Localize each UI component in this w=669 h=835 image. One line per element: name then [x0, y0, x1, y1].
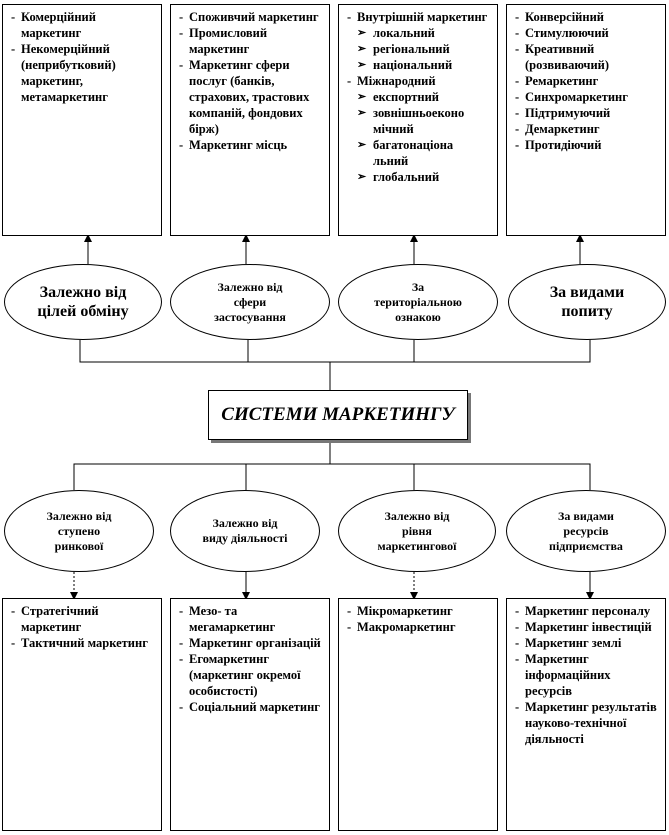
list-item: Тактичний маркетинг: [9, 635, 155, 651]
list-item: Синхромаркетинг: [513, 89, 659, 105]
top-box-2: Споживчий маркетинг Промисловий маркетин…: [170, 4, 330, 236]
bottom-bus-line: [73, 463, 591, 490]
top-box-3-list: Внутрішній маркетинг локальний регіональ…: [345, 9, 491, 185]
list-item: Маркетинг сфери послуг (банків, страхови…: [177, 57, 323, 137]
bottom-box-3: Мікромаркетинг Макромаркетинг: [338, 598, 498, 831]
list-subitem: глобальний: [345, 169, 491, 185]
list-item: Міжнародний: [345, 73, 491, 89]
criterion-label-line: За видами: [549, 284, 625, 301]
criterion-label-line: За: [411, 279, 425, 294]
list-subitem: зовнішньоеконо мічний: [345, 105, 491, 137]
list-item: Внутрішній маркетинг: [345, 9, 491, 25]
top-box-2-list: Споживчий маркетинг Промисловий маркетин…: [177, 9, 323, 153]
bottom-box-4: Маркетинг персоналу Маркетинг інвестицій…: [506, 598, 666, 831]
list-item: Маркетинг землі: [513, 635, 659, 651]
top-box-1-list: Комерційний маркетинг Некомерційний (неп…: [9, 9, 155, 105]
list-item: Макромаркетинг: [345, 619, 491, 635]
list-item: Маркетинг результатів науково-технічної …: [513, 699, 659, 747]
list-subitem: регіональний: [345, 41, 491, 57]
list-item: Промисловий маркетинг: [177, 25, 323, 57]
bottom-box-1-list: Стратегічний маркетинг Тактичний маркети…: [9, 603, 155, 651]
criterion-ellipse-territorial: За територіальною ознакою: [338, 264, 498, 340]
bottom-box-2-list: Мезо- та мегамаркетинг Маркетинг організ…: [177, 603, 323, 715]
criterion-label-line: цілей обміну: [37, 303, 129, 320]
list-item: Стимулюючий: [513, 25, 659, 41]
bottom-box-4-list: Маркетинг персоналу Маркетинг інвестицій…: [513, 603, 659, 747]
central-title: СИСТЕМИ МАРКЕТИНГУ: [221, 404, 455, 425]
criterion-ellipse-activity-type: Залежно від виду діяльності: [170, 490, 320, 572]
central-title-box: СИСТЕМИ МАРКЕТИНГУ: [208, 390, 468, 440]
list-item: Маркетинг організацій: [177, 635, 323, 651]
list-item: Егомаркетинг (маркетинг окремої особисто…: [177, 651, 323, 699]
list-item: Конверсійний: [513, 9, 659, 25]
criterion-label-line: Залежно від: [384, 508, 450, 523]
bottom-box-2: Мезо- та мегамаркетинг Маркетинг організ…: [170, 598, 330, 831]
list-item: Підтримуючий: [513, 105, 659, 121]
criterion-label-line: підприємства: [549, 538, 623, 553]
criterion-label-line: За видами: [558, 508, 614, 523]
list-item: Ремаркетинг: [513, 73, 659, 89]
list-item: Протидіючий: [513, 137, 659, 153]
bottom-box-3-list: Мікромаркетинг Макромаркетинг: [345, 603, 491, 635]
list-item: Комерційний маркетинг: [9, 9, 155, 41]
criterion-label-line: ресурсів: [563, 523, 609, 538]
criterion-ellipse-market-degree: Залежно від ступено ринкової: [4, 490, 154, 572]
list-item: Маркетинг інвестицій: [513, 619, 659, 635]
list-subitem: експортний: [345, 89, 491, 105]
criterion-label-line: Залежно від: [217, 279, 283, 294]
top-bus-line: [79, 340, 591, 363]
criterion-label-line: маркетингової: [377, 538, 457, 553]
list-item: Соціальний маркетинг: [177, 699, 323, 715]
criterion-label-line: територіальною: [374, 294, 462, 309]
top-box-3: Внутрішній маркетинг локальний регіональ…: [338, 4, 498, 236]
criterion-label-line: ринкової: [54, 538, 104, 553]
criterion-label-line: попиту: [561, 303, 613, 320]
criterion-ellipse-marketing-level: Залежно від рівня маркетингової: [338, 490, 496, 572]
criterion-label-line: Залежно від: [39, 284, 127, 301]
criterion-label-line: Залежно від: [212, 516, 278, 530]
criterion-label-line: виду діяльності: [202, 531, 288, 545]
list-item: Маркетинг персоналу: [513, 603, 659, 619]
criterion-label-line: Залежно від: [46, 508, 112, 523]
list-subitem: локальний: [345, 25, 491, 41]
criterion-ellipse-demand-types: За видами попиту: [508, 264, 666, 340]
top-box-4: Конверсійний Стимулюючий Креативний (роз…: [506, 4, 666, 236]
list-item: Некомерційний (неприбутковий) маркетинг,…: [9, 41, 155, 105]
list-subitem: багатонаціона льний: [345, 137, 491, 169]
criterion-label-line: ознакою: [395, 309, 441, 324]
criterion-ellipse-exchange-goals: Залежно від цілей обміну: [4, 264, 162, 340]
criterion-label-line: сфери: [233, 294, 267, 309]
top-box-4-list: Конверсійний Стимулюючий Креативний (роз…: [513, 9, 659, 153]
list-item: Мікромаркетинг: [345, 603, 491, 619]
list-item: Споживчий маркетинг: [177, 9, 323, 25]
bottom-box-1: Стратегічний маркетинг Тактичний маркети…: [2, 598, 162, 831]
criterion-label-line: рівня: [402, 523, 432, 538]
list-item: Стратегічний маркетинг: [9, 603, 155, 635]
list-item: Маркетинг місць: [177, 137, 323, 153]
list-item: Креативний (розвиваючий): [513, 41, 659, 73]
criterion-ellipse-resource-types: За видами ресурсів підприємства: [506, 490, 666, 572]
top-box-1: Комерційний маркетинг Некомерційний (неп…: [2, 4, 162, 236]
list-item: Мезо- та мегамаркетинг: [177, 603, 323, 635]
criterion-label-line: застосування: [214, 309, 286, 324]
criterion-ellipse-application-sphere: Залежно від сфери застосування: [170, 264, 330, 340]
list-item: Демаркетинг: [513, 121, 659, 137]
list-subitem: національний: [345, 57, 491, 73]
list-item: Маркетинг інформаційних ресурсів: [513, 651, 659, 699]
criterion-label-line: ступено: [57, 523, 101, 538]
